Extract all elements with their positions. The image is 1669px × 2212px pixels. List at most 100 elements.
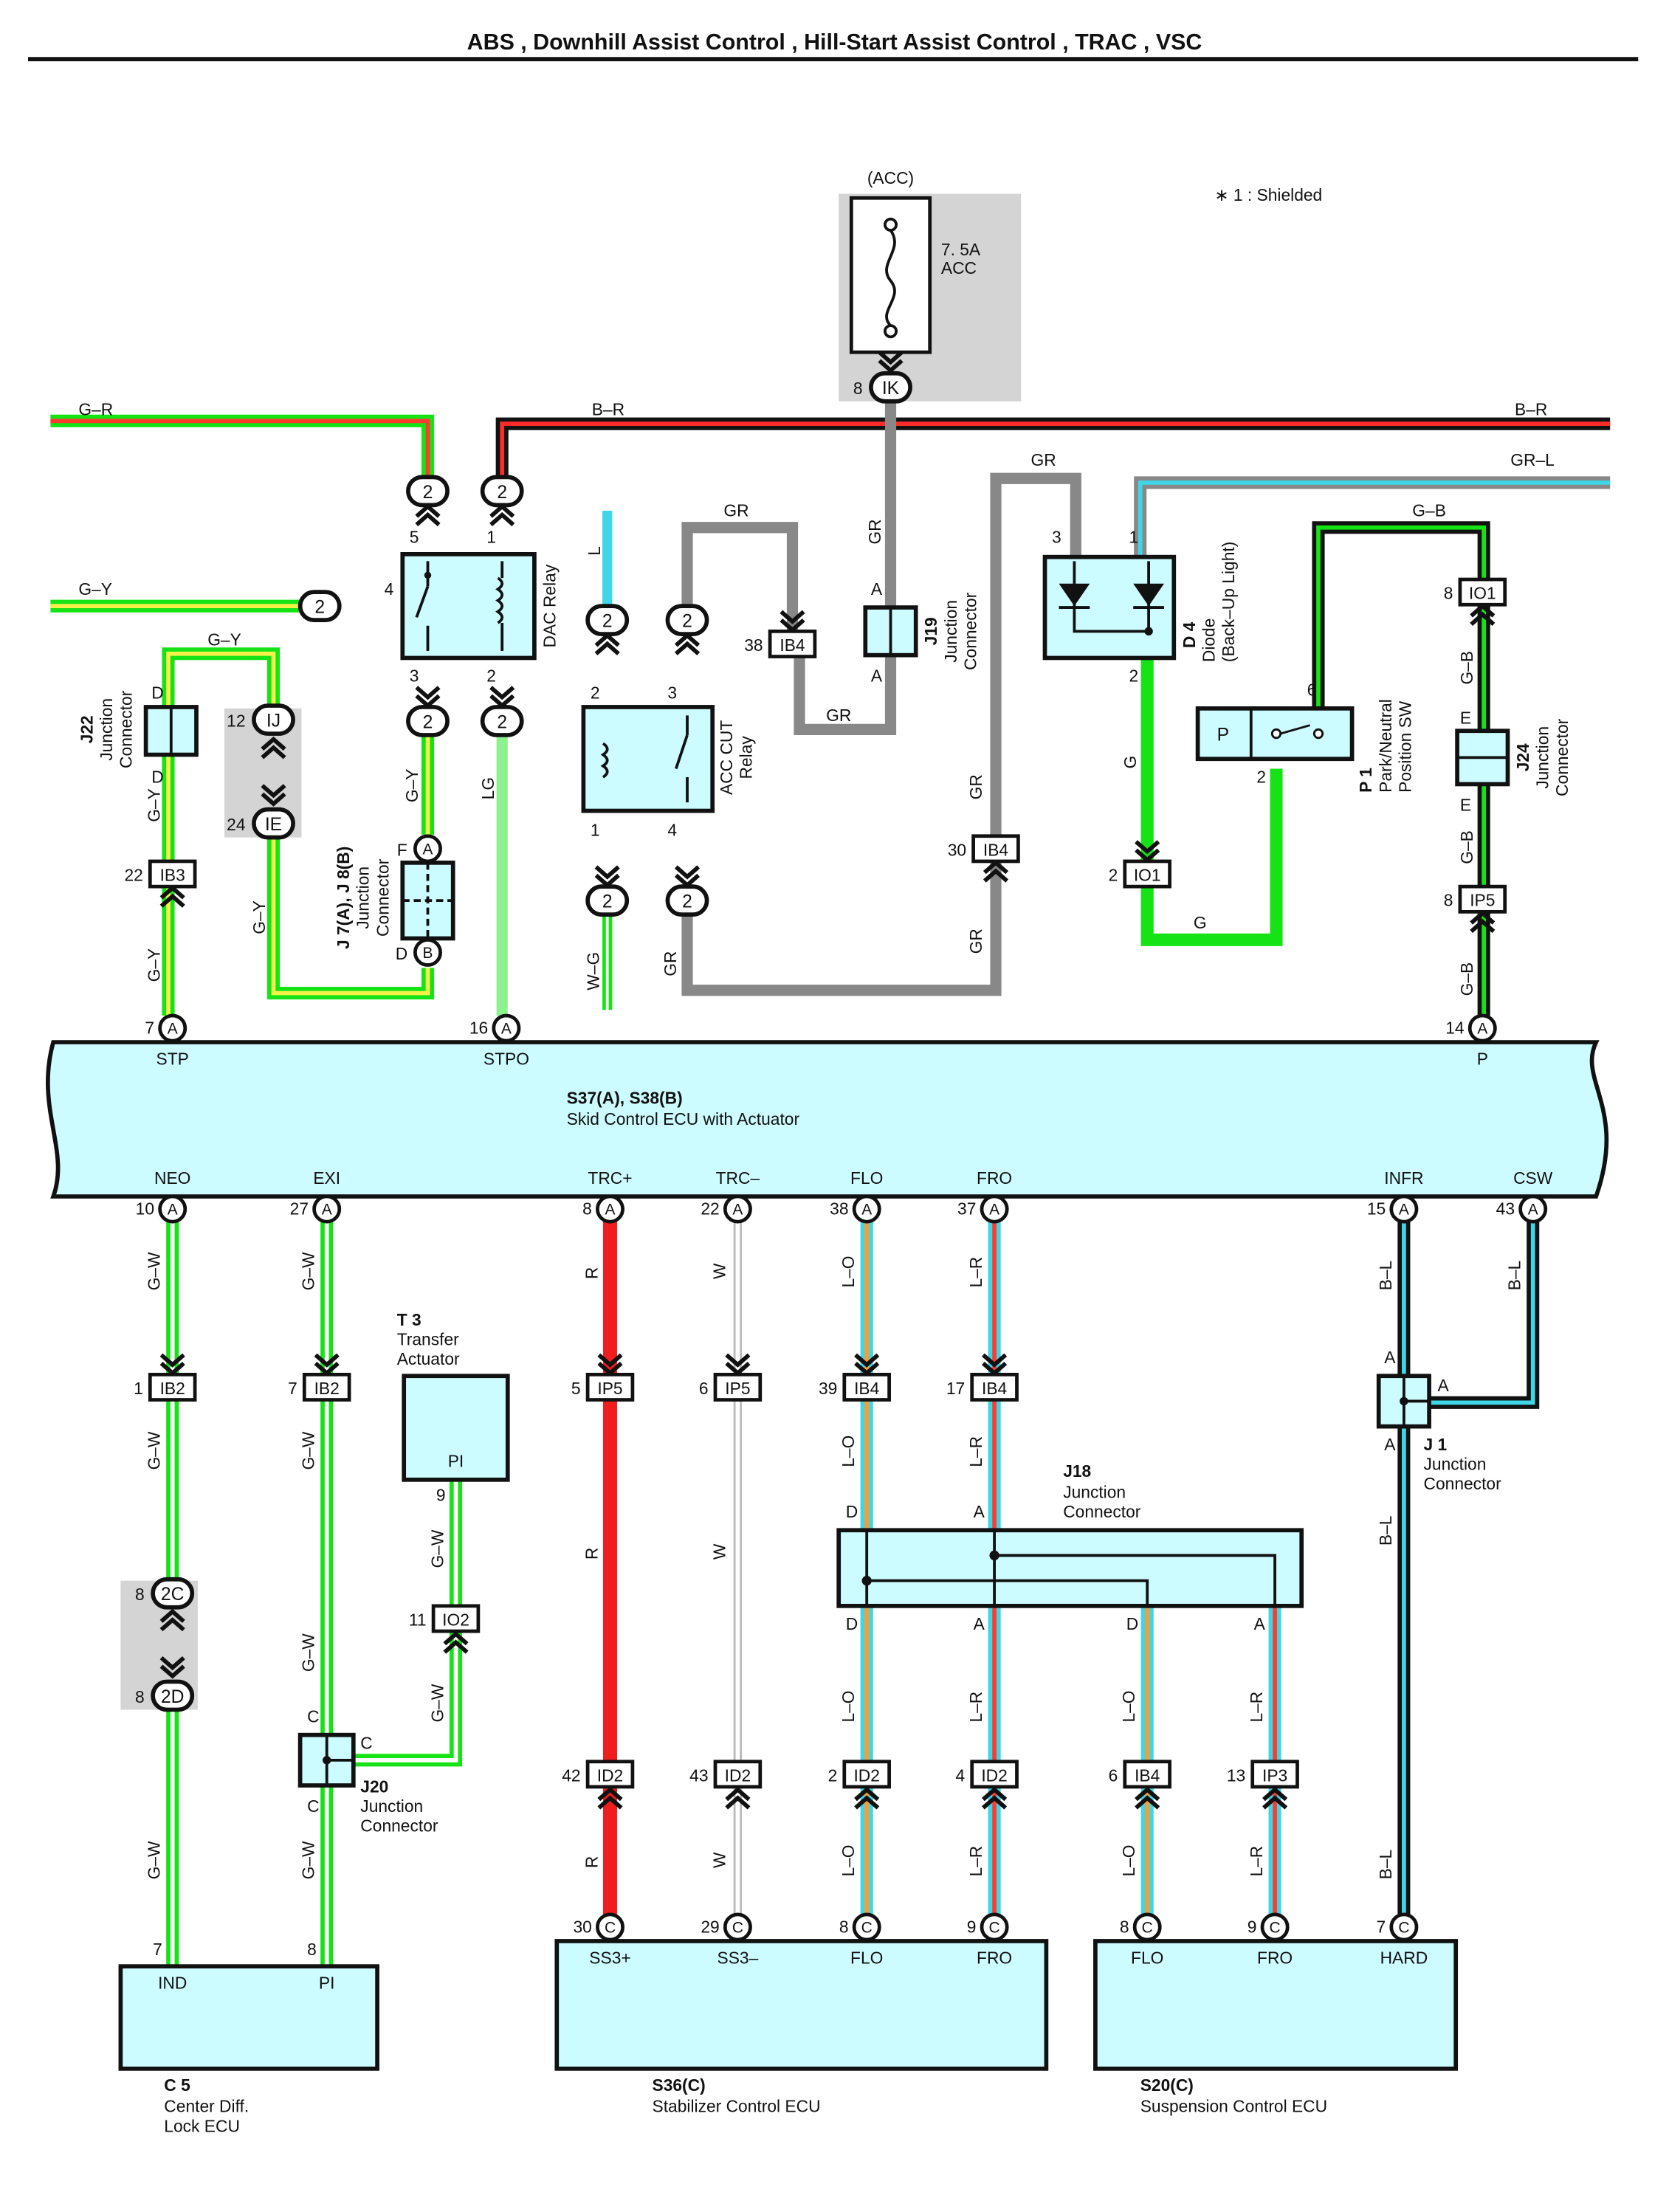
s36-pin-ss3plus: SS3+ bbox=[589, 1948, 630, 1967]
pin-num: A bbox=[871, 579, 883, 599]
pin-num: 2 bbox=[828, 1765, 838, 1785]
wire-label: R bbox=[582, 1548, 601, 1560]
wire-label: W bbox=[709, 1543, 729, 1560]
wire-label: L–R bbox=[966, 1692, 985, 1723]
oval-2: 2 bbox=[480, 705, 524, 737]
j19-desc2: Connector bbox=[960, 592, 980, 670]
s20-pin-hard: HARD bbox=[1380, 1948, 1428, 1967]
oval-2: 2 bbox=[665, 884, 709, 917]
pin-num: E bbox=[1460, 709, 1471, 728]
oval-label: 2 bbox=[602, 892, 613, 912]
wire-b-r-bus bbox=[495, 417, 1611, 492]
pin-num: 7 bbox=[1377, 1918, 1386, 1937]
wire-label: B–L bbox=[1505, 1261, 1524, 1291]
j20-junction-connector: J20 Junction Connector bbox=[297, 1732, 438, 1836]
pin-num: 4 bbox=[956, 1765, 966, 1785]
term-stp: STP bbox=[156, 1049, 189, 1068]
wire-label: L–R bbox=[1247, 1692, 1266, 1723]
connector-code: ID2 bbox=[981, 1765, 1007, 1785]
wire-label: GR bbox=[723, 501, 749, 520]
acc-fuse: (ACC) 7. 5A ACC bbox=[849, 168, 981, 354]
chevron bbox=[983, 860, 1009, 883]
pin-num: 1 bbox=[1129, 528, 1139, 547]
wire-label: G–Y bbox=[78, 579, 112, 599]
pin-num: 3 bbox=[667, 683, 677, 703]
wire-label: GR bbox=[826, 706, 851, 725]
wire-label: G–B bbox=[1457, 651, 1476, 685]
chevron bbox=[159, 1656, 185, 1679]
pin-num: 8 bbox=[582, 1199, 592, 1219]
oval-2: 2 bbox=[480, 475, 524, 508]
terminal-b: B bbox=[413, 937, 442, 967]
term-neo: NEO bbox=[154, 1168, 190, 1188]
wire-g-w-t3 bbox=[353, 1478, 463, 1767]
pin-num: A bbox=[1384, 1348, 1396, 1367]
j1-desc2: Connector bbox=[1424, 1474, 1502, 1493]
oval-label: IE bbox=[265, 815, 282, 835]
wire-label: G bbox=[1194, 913, 1207, 932]
pin-num: A bbox=[1254, 1614, 1266, 1633]
oval-label: 2 bbox=[682, 612, 692, 632]
wire-label: G–W bbox=[299, 1431, 318, 1470]
t3-desc2: Actuator bbox=[397, 1349, 460, 1368]
wire-gr-fuse bbox=[794, 399, 897, 735]
wire-label: B–L bbox=[1376, 1516, 1395, 1546]
terminal-a: A bbox=[413, 834, 442, 864]
oval-label: IK bbox=[882, 379, 900, 399]
pin-num: 38 bbox=[830, 1199, 848, 1219]
j18-code: J18 bbox=[1063, 1461, 1091, 1481]
pin-num: 6 bbox=[699, 1379, 709, 1398]
p1-letter: P bbox=[1217, 726, 1229, 745]
terminal-letter: A bbox=[989, 1202, 999, 1219]
pin-num: 12 bbox=[227, 712, 245, 731]
chevron bbox=[261, 736, 286, 759]
chevron bbox=[1135, 1786, 1160, 1810]
chevron bbox=[982, 1786, 1008, 1810]
connector-code: IB4 bbox=[983, 840, 1009, 859]
terminal-c: C9 bbox=[967, 1912, 1009, 1942]
wire-label: B–L bbox=[1376, 1850, 1395, 1880]
fuse-rating: 7. 5A bbox=[941, 240, 981, 259]
oval-label: 2 bbox=[423, 483, 433, 503]
t3-pin: PI bbox=[448, 1452, 464, 1471]
oval-2: 2 bbox=[665, 604, 709, 637]
j19-desc1: Junction bbox=[941, 600, 960, 663]
wire-label: GR bbox=[865, 519, 884, 544]
wire-label: W bbox=[709, 1263, 729, 1279]
pin-num: 16 bbox=[469, 1019, 488, 1038]
chevron bbox=[489, 686, 515, 709]
wire-g-y-loop bbox=[162, 647, 435, 1016]
pin-num: 2 bbox=[1256, 768, 1266, 787]
oval-label: 2 bbox=[314, 598, 325, 618]
wire-label: B–R bbox=[592, 400, 624, 419]
wire-label: G–B bbox=[1457, 962, 1476, 996]
wire-label: L–O bbox=[839, 1255, 858, 1287]
connector-code: IB3 bbox=[160, 866, 185, 885]
pin-num: 6 bbox=[1307, 681, 1317, 700]
wire-label: G–B bbox=[1412, 501, 1446, 520]
wire-label: G bbox=[1121, 756, 1140, 769]
c5-desc1: Center Diff. bbox=[164, 2097, 249, 2116]
wire-label: G–W bbox=[299, 1841, 318, 1879]
pin-num: 9 bbox=[967, 1918, 977, 1937]
j18-desc1: Junction bbox=[1063, 1483, 1126, 1502]
wire-label: G–W bbox=[427, 1684, 447, 1722]
wire-labels: G–R G–Y G–Y B–R B–R GR GR GR GR–L G–B GR… bbox=[78, 400, 1554, 1880]
terminal-bottom: A43 bbox=[1496, 1194, 1548, 1224]
ecu-main-code: S37(A), S38(B) bbox=[567, 1089, 683, 1108]
pin-num: 7 bbox=[288, 1379, 297, 1398]
fuse-name: ACC bbox=[941, 258, 977, 278]
pin-num: D bbox=[846, 1614, 858, 1633]
wire-label: GR bbox=[1031, 450, 1056, 469]
term-exi: EXI bbox=[313, 1168, 340, 1188]
pin-num: 27 bbox=[290, 1199, 309, 1219]
wire-label: GR–L bbox=[1510, 450, 1555, 469]
pin-num: 9 bbox=[1248, 1918, 1257, 1937]
oval-label: 2C bbox=[161, 1585, 185, 1605]
connector-code: IO1 bbox=[1134, 866, 1161, 885]
pin-num: 15 bbox=[1367, 1199, 1386, 1219]
